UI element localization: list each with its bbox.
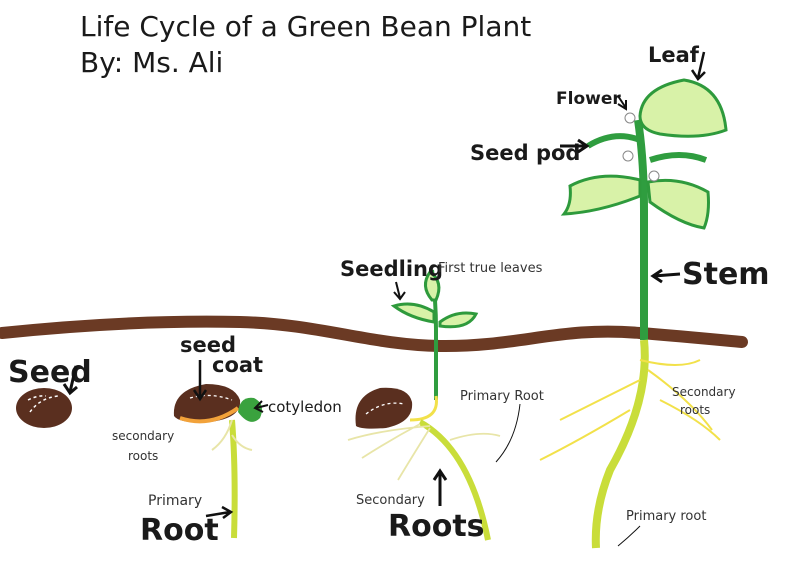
label-primary-root-2: Primary Root	[460, 389, 544, 404]
seedling-leaf-right	[438, 311, 479, 329]
label-primary-1a: Primary	[148, 493, 202, 509]
germinating-seed	[173, 384, 241, 423]
arrow-primary-root-3	[617, 525, 641, 547]
arrow-seedling	[393, 281, 406, 301]
mature-branch	[586, 133, 642, 149]
mature-leaf-top	[638, 78, 728, 138]
arrow-leaf	[690, 51, 706, 81]
arrow-flower	[617, 95, 627, 111]
label-first-true-leaves: First true leaves	[438, 261, 543, 276]
arrow-seed-coat	[192, 360, 208, 402]
soil-line	[0, 315, 748, 353]
mature-leaf-left	[560, 174, 642, 216]
label-stem: Stem	[682, 257, 770, 292]
label-secondary-roots-3a: Secondary	[672, 385, 736, 399]
label-secondary-roots-1b: roots	[128, 449, 158, 463]
label-flower: Flower	[556, 89, 621, 109]
label-root-1b: Root	[140, 513, 219, 548]
arrow-seed	[62, 365, 78, 396]
label-secondary-roots-1a: secondary	[112, 429, 174, 443]
seedling-seed	[355, 387, 413, 429]
author-line: By: Ms. Ali	[80, 46, 223, 79]
label-roots-2: Roots	[388, 509, 485, 544]
seedling-top-leaf	[424, 269, 441, 302]
seed-pod-shape	[649, 152, 708, 163]
label-leaf: Leaf	[648, 43, 700, 67]
label-seedling: Seedling	[340, 257, 443, 281]
arrow-primary-root-2	[495, 403, 521, 463]
diagram-title: Life Cycle of a Green Bean Plant	[80, 10, 531, 43]
flower-dot-2	[622, 150, 634, 162]
label-secondary-2: Secondary	[356, 493, 425, 508]
label-seed: Seed	[8, 355, 92, 390]
arrow-stem	[650, 268, 681, 284]
arrow-root-1	[205, 505, 234, 519]
mature-leaf-right	[646, 178, 710, 230]
label-cotyledon: cotyledon	[268, 398, 342, 416]
mature-stem	[634, 119, 648, 340]
label-seed-coat-2: coat	[212, 353, 263, 377]
arrow-cotyledon	[253, 400, 269, 413]
label-primary-root-3: Primary root	[626, 509, 706, 524]
arrow-roots-2	[432, 468, 448, 506]
label-secondary-roots-3b: roots	[680, 403, 710, 417]
arrow-seed-pod	[560, 138, 590, 154]
cotyledon-shape	[238, 397, 262, 422]
label-seed-coat-1: seed	[180, 333, 236, 357]
flower-dot-3	[648, 170, 660, 182]
seedling-leaf-left	[390, 302, 436, 324]
seed	[16, 388, 72, 428]
flower-dot-1	[624, 112, 636, 124]
